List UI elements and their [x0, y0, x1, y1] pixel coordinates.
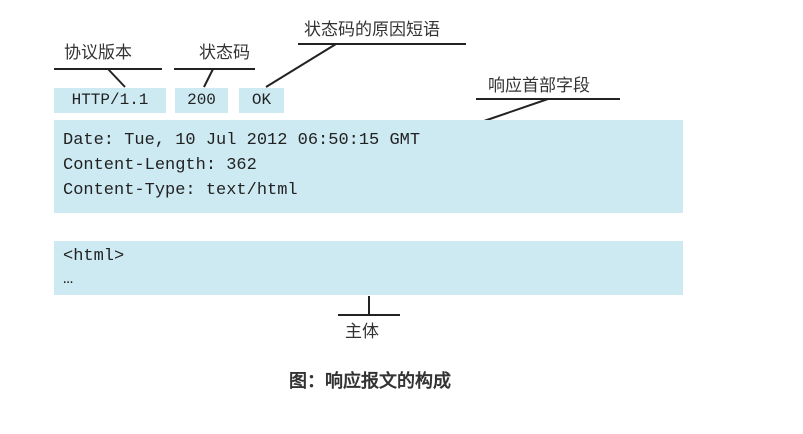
status-reason-box: OK [239, 88, 284, 113]
status-version: HTTP/1.1 [71, 91, 149, 109]
response-headers-box: Date: Tue, 10 Jul 2012 06:50:15 GMT Cont… [54, 120, 683, 213]
header-line-date: Date: Tue, 10 Jul 2012 06:50:15 GMT [63, 131, 421, 150]
status-code-pointer [203, 68, 214, 88]
figure-caption: 图：响应报文的构成 [289, 371, 451, 392]
status-code: 200 [187, 91, 216, 109]
header-line-content-length: Content-Length: 362 [63, 156, 257, 175]
status-code-label: 状态码 [199, 43, 250, 63]
response-headers-pointer [483, 98, 549, 122]
reason-phrase-label: 状态码的原因短语 [304, 20, 440, 40]
response-headers-label: 响应首部字段 [488, 76, 590, 96]
protocol-version-label: 协议版本 [64, 43, 132, 63]
status-reason: OK [251, 91, 272, 109]
message-body-box: <html> … [54, 241, 683, 295]
body-label: 主体 [345, 322, 379, 342]
status-version-box: HTTP/1.1 [54, 88, 166, 113]
body-line-ellipsis: … [63, 270, 74, 289]
protocol-version-pointer [107, 68, 126, 88]
reason-phrase-pointer [265, 43, 337, 88]
header-line-content-type: Content-Type: text/html [63, 181, 298, 200]
status-code-box: 200 [175, 88, 228, 113]
body-line-html: <html> [63, 247, 125, 266]
